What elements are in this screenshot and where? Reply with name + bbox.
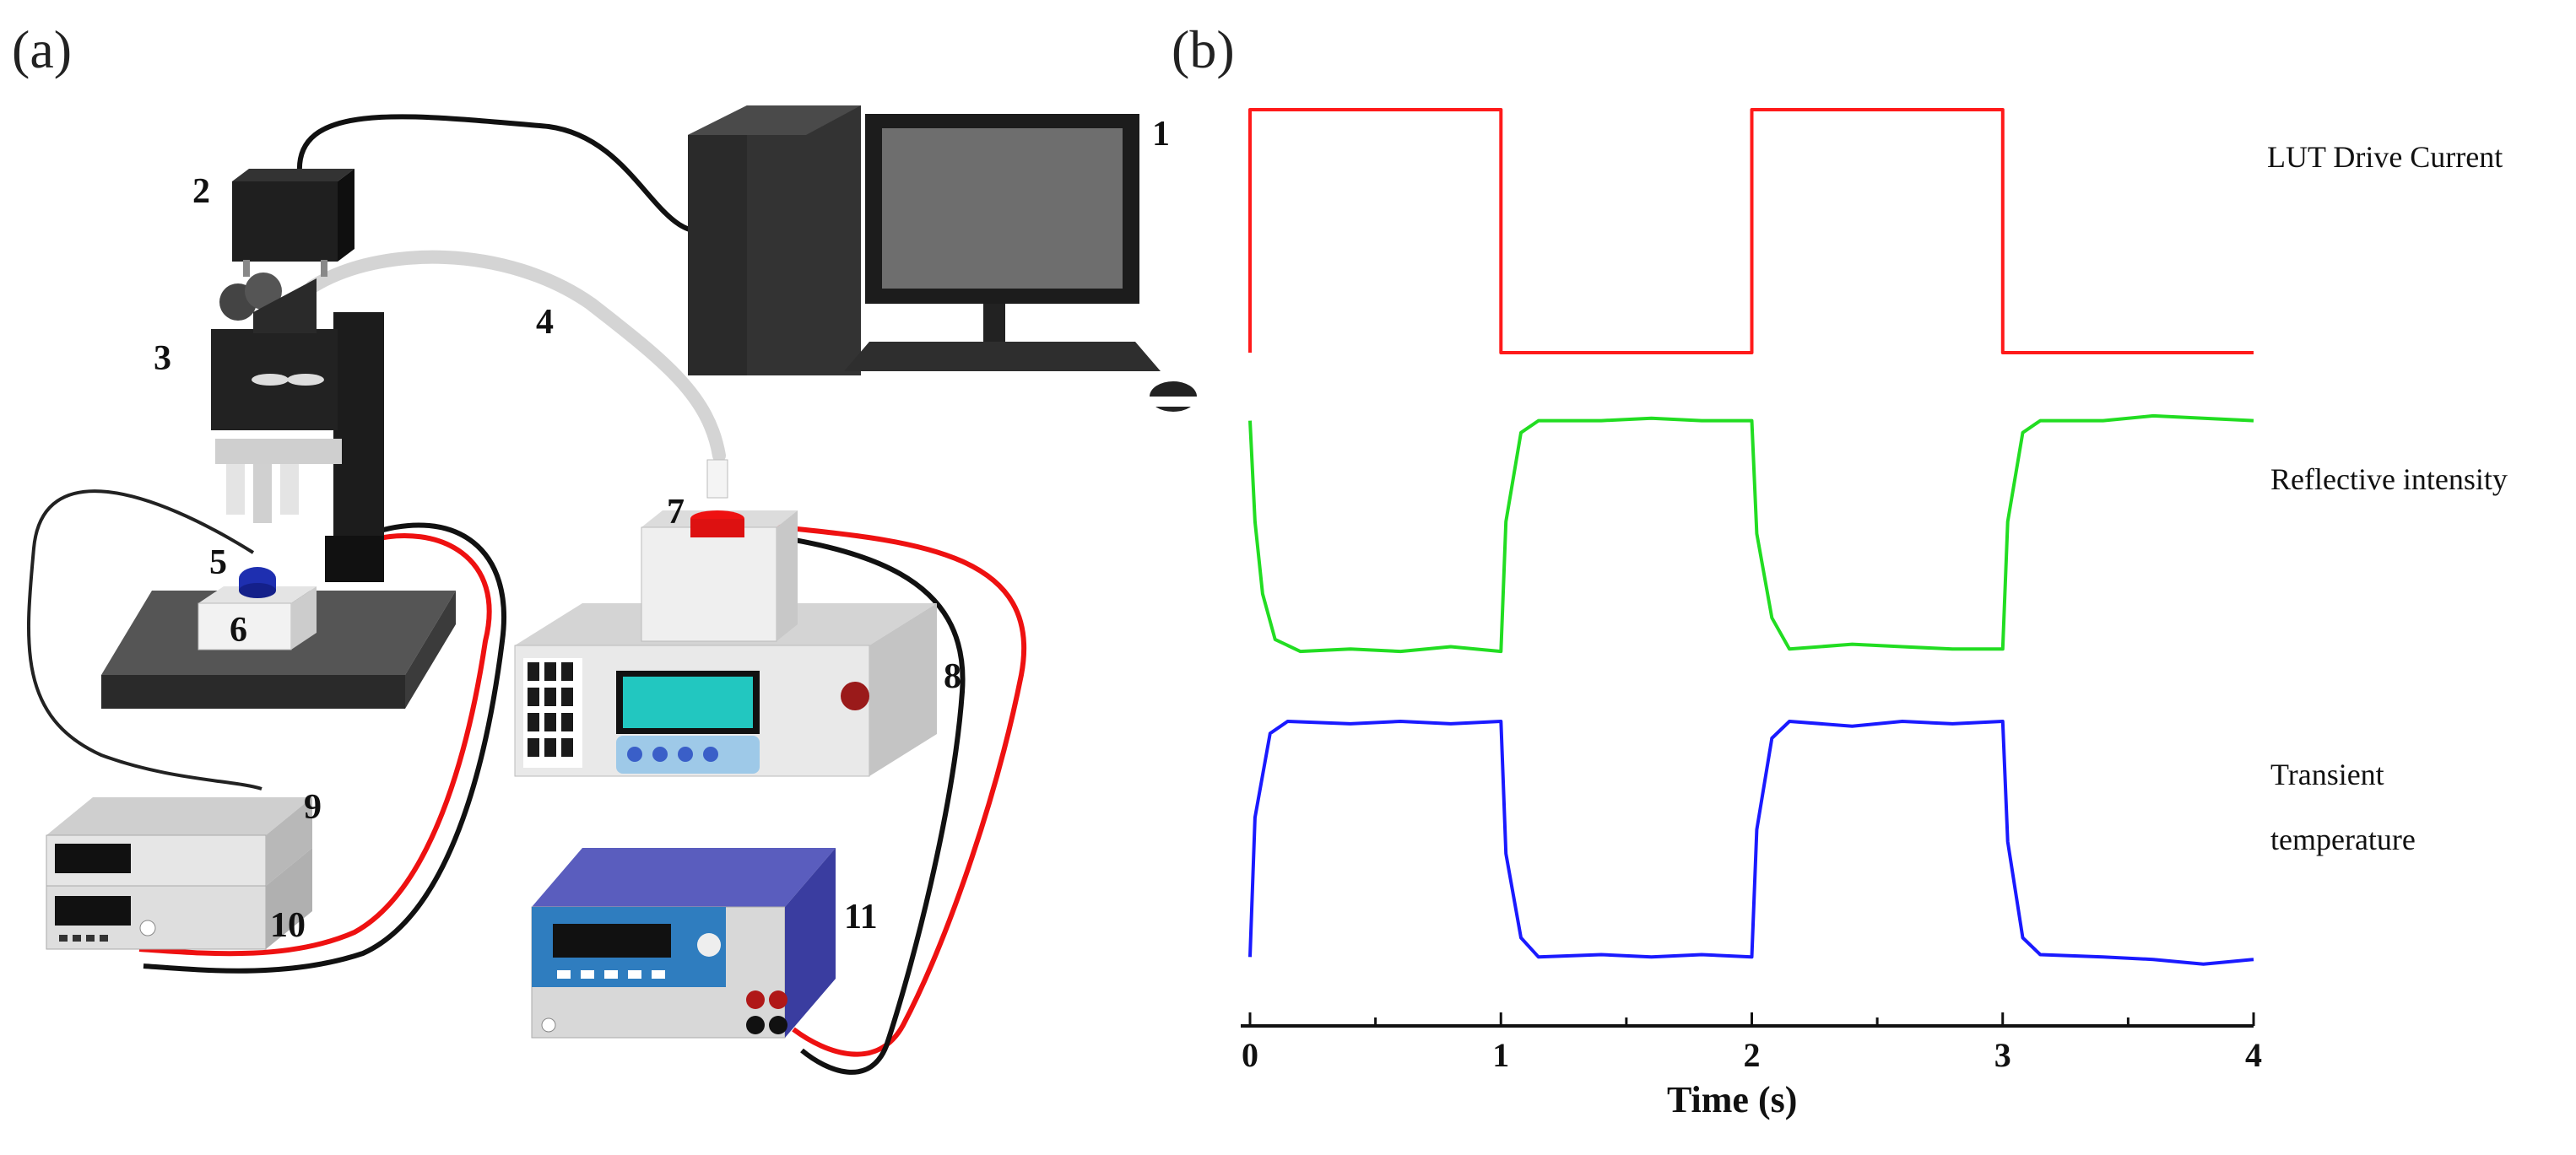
x-tick-label: 4 xyxy=(2245,1036,2262,1074)
red-wire-right xyxy=(742,521,1026,1057)
led-wire xyxy=(27,489,262,791)
source-meter xyxy=(531,848,836,1039)
callout-2: 2 xyxy=(192,172,210,211)
black-wire-right xyxy=(742,529,966,1075)
callout-3: 3 xyxy=(154,339,171,378)
callout-10: 10 xyxy=(270,906,306,945)
light-source xyxy=(514,459,937,777)
x-tick-label: 1 xyxy=(1492,1036,1509,1074)
callout-8: 8 xyxy=(944,657,961,696)
red-wire-left xyxy=(138,533,492,957)
callout-9: 9 xyxy=(304,788,322,827)
panel-a-label: (a) xyxy=(12,19,72,79)
computer xyxy=(688,105,1197,412)
label-transient-temperature-2: temperature xyxy=(2270,823,2416,856)
trace-transient-temperature xyxy=(1248,720,2254,966)
fiber-cable xyxy=(306,250,726,462)
cables xyxy=(27,114,1026,1075)
camera xyxy=(232,169,354,277)
signal-traces xyxy=(1248,108,2254,966)
x-tick-label: 0 xyxy=(1242,1036,1258,1074)
black-wire-left xyxy=(143,522,506,974)
x-tick-label: 2 xyxy=(1744,1036,1761,1074)
callout-6: 6 xyxy=(230,611,247,650)
callout-11: 11 xyxy=(844,898,878,936)
led-stage xyxy=(198,567,317,650)
label-drive-current: LUT Drive Current xyxy=(2267,140,2503,174)
x-tick-label: 3 xyxy=(1994,1036,2011,1074)
callout-1: 1 xyxy=(1152,115,1170,154)
trace-reflective-intensity xyxy=(1248,413,2254,654)
x-axis-ticks: 0 1 2 3 4 xyxy=(1242,1012,2262,1074)
label-reflective-intensity: Reflective intensity xyxy=(2270,462,2508,496)
instruments-9-10 xyxy=(46,797,312,950)
callout-7: 7 xyxy=(667,493,685,532)
trace-lut-drive-current xyxy=(1248,108,2254,354)
label-transient-temperature-1: Transient xyxy=(2270,758,2384,791)
callout-4: 4 xyxy=(536,303,554,342)
x-axis-title: Time (s) xyxy=(1667,1079,1797,1120)
callout-5: 5 xyxy=(209,543,227,582)
panel-b-label: (b) xyxy=(1172,19,1235,79)
